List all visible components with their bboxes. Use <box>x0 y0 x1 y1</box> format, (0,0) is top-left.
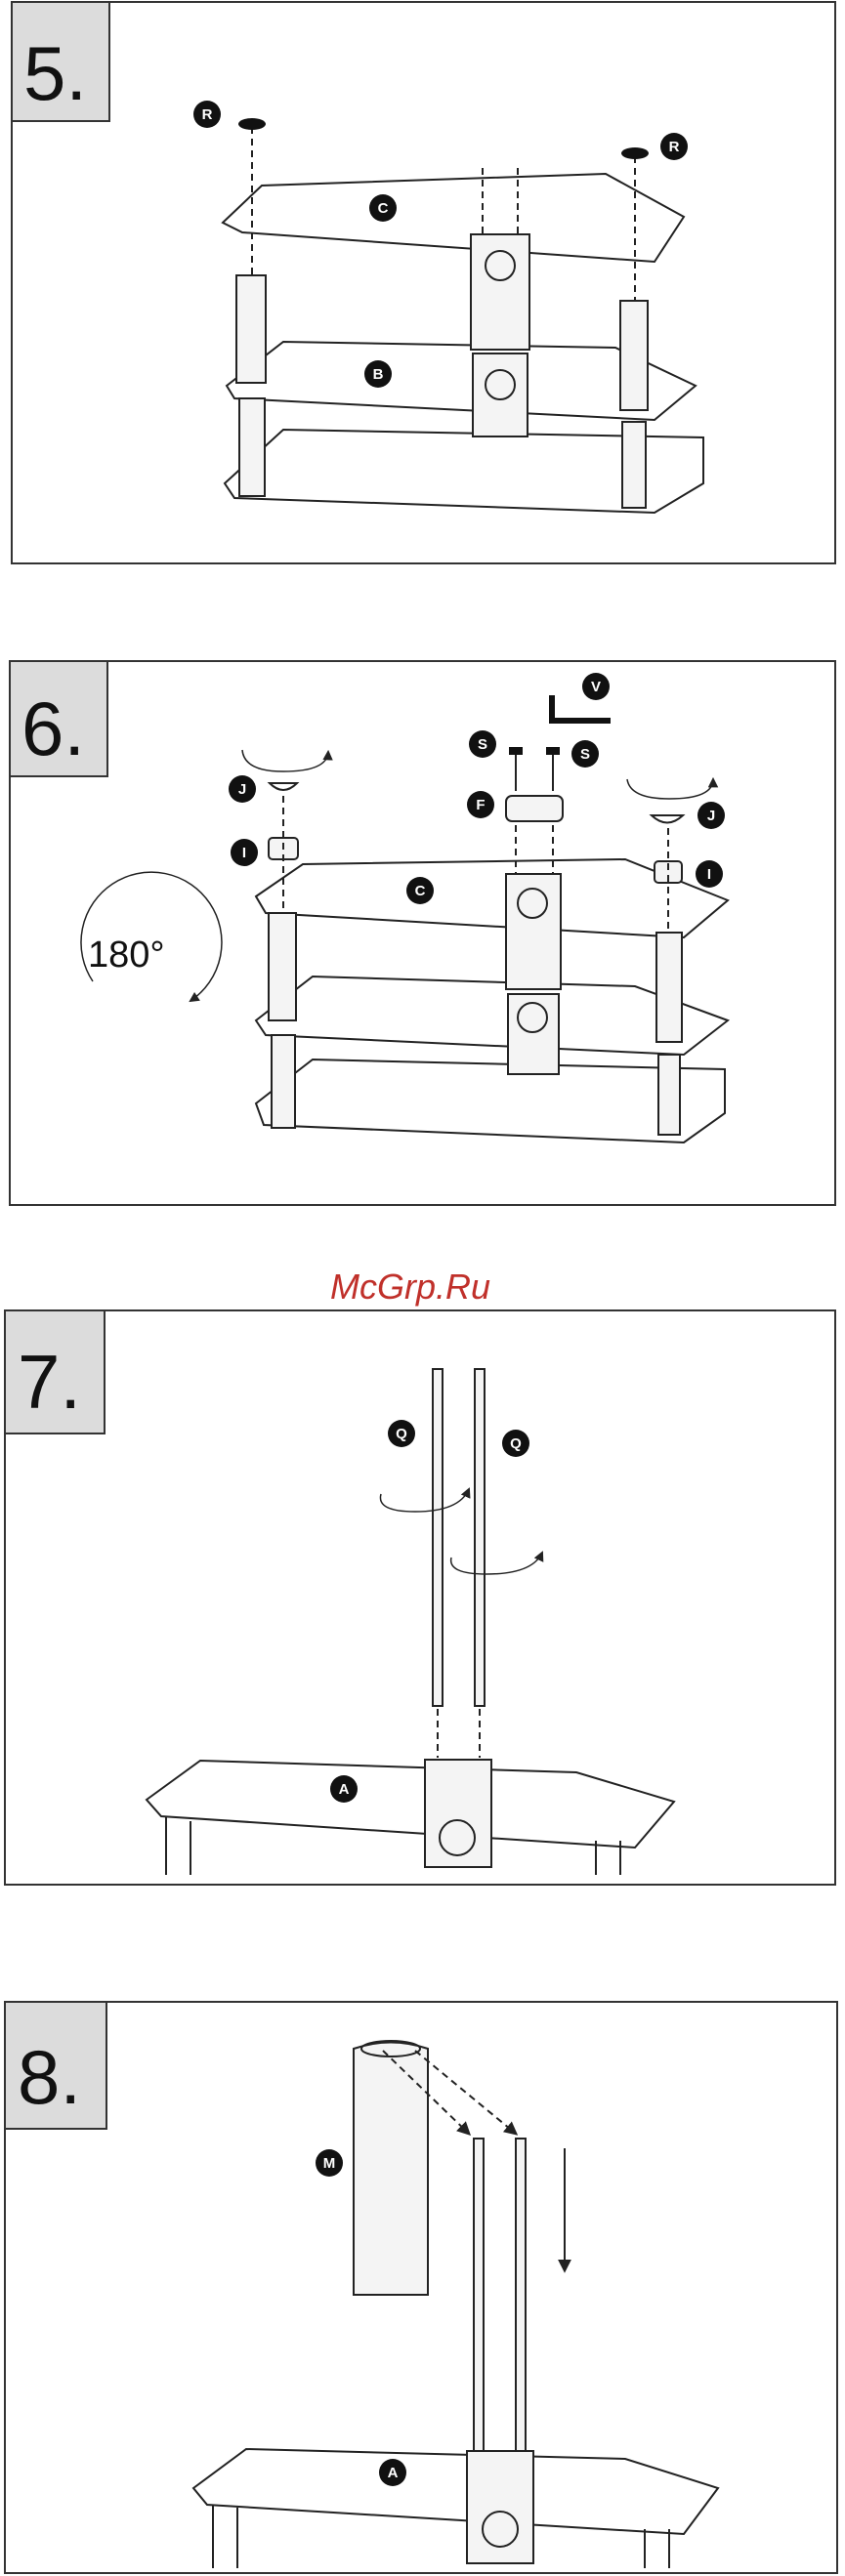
foot-j-right <box>652 815 683 823</box>
step8-shelf-a <box>193 2449 718 2534</box>
step-8-number: 8. <box>18 2034 81 2120</box>
top-shelf-c <box>223 174 684 262</box>
label-c-step6: C <box>406 877 434 904</box>
step8-rod-left <box>474 2139 484 2461</box>
watermark: McGrp.Ru <box>330 1267 490 1307</box>
step7-rotate-arrow-right <box>451 1553 542 1574</box>
step7-base-column <box>425 1760 491 1867</box>
label-i-right: I <box>696 860 723 888</box>
step6-post-right-lower <box>658 1055 680 1135</box>
step6-bottom-shelf <box>256 1059 725 1143</box>
svg-text:R: R <box>669 139 680 155</box>
label-r-left: R <box>193 101 221 128</box>
label-i-left: I <box>231 839 258 866</box>
svg-text:J: J <box>238 781 246 798</box>
label-v: V <box>582 673 610 700</box>
center-column-lower <box>473 353 528 436</box>
step-6-panel: 6. 180° <box>10 661 835 1205</box>
label-c: C <box>369 194 397 222</box>
label-f: F <box>467 791 494 818</box>
step-8-panel: 8. M A <box>5 2002 837 2573</box>
step-7-panel: 7. Q Q A <box>5 1310 835 1885</box>
svg-text:R: R <box>202 106 213 123</box>
label-a-step7: A <box>330 1775 358 1803</box>
rotation-label: 180° <box>88 935 165 976</box>
step-5-panel: 5. R R C <box>12 2 835 563</box>
label-b: B <box>364 360 392 388</box>
rod-q-right <box>475 1369 485 1706</box>
cap-r-right <box>621 147 649 159</box>
step8-rod-right <box>516 2139 526 2461</box>
step6-post-left-upper <box>269 913 296 1020</box>
step6-center-column-upper <box>506 874 561 989</box>
svg-text:Q: Q <box>396 1426 407 1442</box>
shelf-a <box>147 1761 674 1848</box>
label-j-left: J <box>229 775 256 803</box>
label-s-right: S <box>571 740 599 768</box>
insert-arrow-2 <box>415 2051 516 2134</box>
label-s-left: S <box>469 730 496 758</box>
svg-text:C: C <box>415 883 426 899</box>
rod-q-left <box>433 1369 443 1706</box>
step-5-number: 5. <box>23 30 87 116</box>
step6-post-right-upper <box>656 933 682 1042</box>
post-left-lower <box>239 398 265 496</box>
allen-key-v <box>552 695 611 721</box>
step7-rotate-arrow-left <box>380 1489 469 1512</box>
step-7-number: 7. <box>18 1339 81 1425</box>
svg-text:A: A <box>339 1781 350 1798</box>
svg-text:I: I <box>242 845 246 861</box>
svg-text:B: B <box>373 366 384 383</box>
label-r-right: R <box>660 133 688 160</box>
svg-text:M: M <box>323 2155 336 2172</box>
screw-head-left <box>509 747 523 755</box>
label-a-step8: A <box>379 2459 406 2486</box>
label-j-right: J <box>697 802 725 829</box>
svg-text:C: C <box>378 200 389 217</box>
rotate-arrow-left <box>242 750 328 771</box>
svg-text:A: A <box>388 2465 399 2481</box>
cover-m <box>354 2043 428 2296</box>
svg-text:F: F <box>476 797 485 813</box>
post-left-upper <box>236 275 266 383</box>
label-q-left: Q <box>388 1420 415 1447</box>
label-m: M <box>316 2149 343 2177</box>
step6-post-left-lower <box>272 1035 295 1128</box>
cap-r-left <box>238 118 266 130</box>
screw-head-right <box>546 747 560 755</box>
step6-center-column-lower <box>508 994 559 1074</box>
svg-text:S: S <box>478 736 487 753</box>
svg-text:J: J <box>707 808 715 824</box>
step-6-number: 6. <box>21 686 85 771</box>
svg-text:Q: Q <box>510 1435 522 1452</box>
svg-text:V: V <box>591 679 601 695</box>
foot-j-left <box>270 783 297 790</box>
post-right-lower <box>622 422 646 508</box>
rotate-arrow-right <box>627 779 713 799</box>
post-right-upper <box>620 301 648 410</box>
label-q-right: Q <box>502 1430 529 1457</box>
part-f-collar <box>506 796 563 821</box>
svg-text:I: I <box>707 866 711 883</box>
svg-text:S: S <box>580 746 590 763</box>
